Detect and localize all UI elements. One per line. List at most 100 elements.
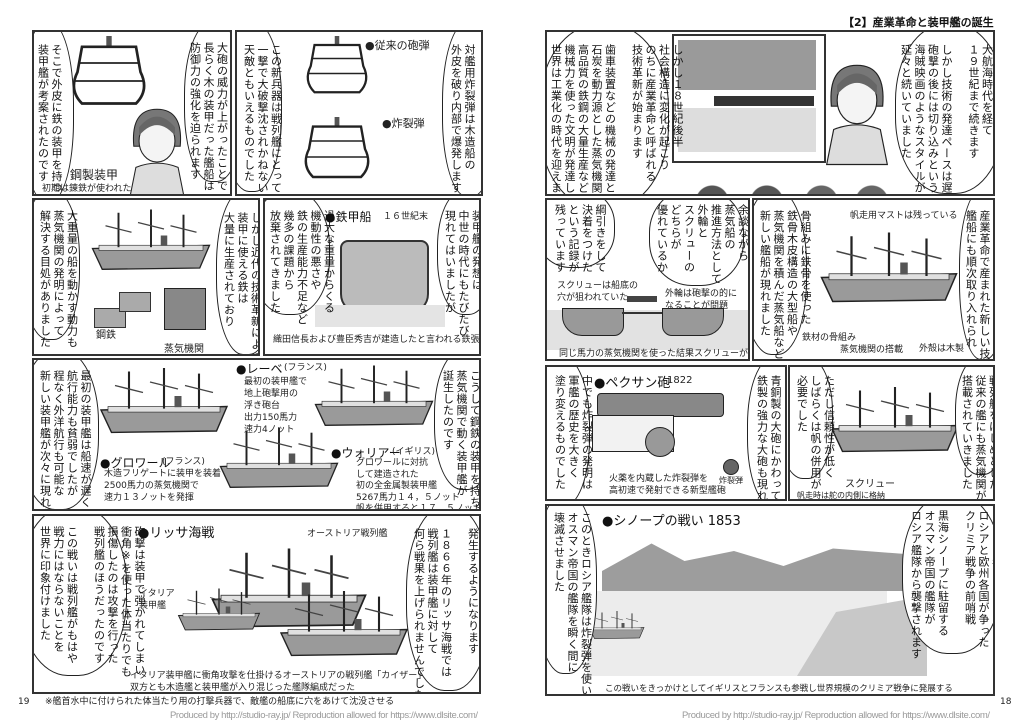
italian-ironclad-illustration <box>274 586 414 666</box>
speech-bubble-left <box>790 367 833 479</box>
bubble-text: しかし近代の技術革新によって 装甲に使える鉄は 大量に生産されており <box>222 212 260 354</box>
ship-country-gloire: (フランス) <box>162 457 205 467</box>
tow-rope <box>622 312 662 314</box>
bubble-text: 装甲艦の発想は 中世の時代にもたびたび 現れてはいましたが <box>443 210 481 337</box>
steel-ingot-icon <box>119 292 151 312</box>
armor-sublabel: 初期は錬鉄が使われた <box>42 184 132 194</box>
speech-bubble-left <box>265 200 330 315</box>
speech-bubble-left <box>547 32 669 194</box>
speech-bubble-left <box>547 200 615 268</box>
bubble-text: 大重量の船を動かす動力も 蒸気機関の発明によって 解決する目処がありました <box>38 210 79 348</box>
paddle-steamship-illustration <box>662 308 724 336</box>
steamline-caption: 帆走時は舵の内側に格納 <box>797 491 885 500</box>
teacher-character-illustration <box>822 42 892 182</box>
speech-bubble-right <box>184 32 230 182</box>
page-number-left: 19 <box>18 697 30 707</box>
speech-bubble-left <box>547 506 597 674</box>
speech-bubble-left <box>34 32 74 194</box>
panel-ironclads: ●レーベ (フランス) 最初の装甲艦で 地上砲撃用の 浮き砲台 出力150馬力 … <box>32 358 481 511</box>
steel-ingot-icon <box>94 308 126 328</box>
engine-label: 蒸気機関 <box>164 344 204 355</box>
speech-bubble-right <box>747 367 785 499</box>
ship-desc-warrior: グロワールに対抗 して建造された 初の全金属製装甲艦 5267馬力１４，５ノット… <box>356 458 481 511</box>
bubble-text: 最初の装甲艦は船速が遅く 航行能力も貧弱でしたが 程なく外洋航行も可能な 新しい… <box>38 370 93 511</box>
tug-caption: 同じ馬力の蒸気機関を使った結果スクリューが勝利 <box>559 349 750 359</box>
speech-bubble-left <box>547 367 590 499</box>
speech-bubble-right <box>955 367 993 475</box>
sea-illustration <box>315 305 445 327</box>
bubble-text: このときロシア艦隊は炸裂弾を使い オスマン帝国の艦隊を瞬く間に 壊滅させました <box>552 512 593 696</box>
paddle-label: 外輪は砲撃の的に なることが問題 <box>665 289 738 311</box>
mast-label: 帆走用マストは残っている <box>850 211 958 221</box>
speech-bubble-right <box>649 200 744 286</box>
bubble-text: 骨組みに鉄骨を使った 鉄骨木皮構造の大型船や 蒸気機関を積んだ蒸気船など 新しい… <box>758 210 813 360</box>
cannon-wheel-icon <box>645 427 675 457</box>
austria-label: オーストリア戦列艦 <box>307 529 388 539</box>
steam-engine-icon <box>164 288 206 330</box>
bubble-text: 余談ながら 蒸気船の 推進方法として 外輪と スクリューの どちらが 優れている… <box>655 204 750 285</box>
iron-frame-steamship-illustration <box>814 220 964 320</box>
speech-bubble-left <box>754 200 807 355</box>
speech-bubble-left <box>34 360 99 509</box>
speech-bubble-right <box>959 200 993 359</box>
speech-bubble-right <box>434 360 479 490</box>
bubble-text: この新兵器は戦列艦にとっては 一撃で大破撃沈されかねない 天敵ともいえるものでし… <box>242 44 283 196</box>
panel-tug: 余談ながら 蒸気船の 推進方法として 外輪と スクリューの どちらが 優れている… <box>545 198 750 361</box>
bubble-text: ただし信頼性が低く しばらくは帆の併用が 必要でした <box>795 375 836 490</box>
sinop-caption: この戦いをきっかけとしてイギリスとフランスも参戦し世界規模のクリミア戦争に発展す… <box>605 684 953 694</box>
bubble-text: 対艦用炸裂弾は木造船の 外皮を破り内部で爆発します <box>449 44 477 194</box>
panel-shell: ●従来の砲弾 ●炸裂弾 対艦用炸裂弾は木造船の 外皮を破り内部で爆発します この… <box>235 30 483 196</box>
ship-country-warrior: (イギリス) <box>392 447 436 457</box>
speech-bubble-left <box>34 200 80 340</box>
paixhans-title: ●ペクサン砲 <box>594 376 671 391</box>
speech-bubble-right <box>895 32 993 194</box>
river <box>678 108 816 152</box>
ship-name-gloire: ●グロワール <box>100 456 171 470</box>
ship-name-warrior: ●ウォリアー <box>331 446 401 460</box>
panel-armor: 大砲の威力が上がったことで 長らく木の装甲だった艦船は 防御力の強化を迫られます… <box>32 30 232 196</box>
bubble-text: こうして鋼鉄の装甲を持ち 蒸気機関で動く装甲艦が 誕生したのです <box>441 370 481 508</box>
ship-illustration <box>174 576 264 646</box>
bubble-text: 砲撃は装甲で弾かれてしまい 衝角※を使った体当たりでも 損傷したのは攻撃を行った… <box>38 526 147 678</box>
engine-label: 蒸気機関の搭載 <box>840 345 904 355</box>
ship-country-lave: (フランス) <box>284 363 327 373</box>
speech-bubble-right <box>216 200 258 354</box>
bubble-text: 戦列艦の時代は １５～１７世紀の 大航海時代を経て １９世紀まで続きます しかし… <box>899 44 994 196</box>
panel-newships: 帆走用マストは残っている 鉄材の骨組み 蒸気機関の搭載 外殻は木製 産業革命で産… <box>752 198 995 361</box>
explosive-shell-icon <box>723 459 739 475</box>
gloire-ship-illustration <box>94 362 234 444</box>
bubble-text: １８５３年 ロシアと欧州各国が争った クリミア戦争の前哨戦 黒海シノープに駐留す… <box>909 510 995 660</box>
chapter-title: 【2】産業革命と装甲艦の誕生 <box>843 16 994 29</box>
panel-steamline: スクリュー 帆走時は舵の内側に格納 戦列艦をはじめとした 従来の艦にも蒸気機関が… <box>788 365 995 501</box>
iron-ship-illustration <box>340 240 429 314</box>
italy-label: イタリア 装甲艦 <box>139 589 175 611</box>
bubble-text: しかし１８世紀後半 社会構造に変化が起こり のちに産業革命と呼ばれる 技術革新が… <box>549 44 685 196</box>
footnote: ※艦首水中に付けられた体当たり用の打撃兵器で、敵艦の船底に穴をあけて沈没させる <box>45 697 395 707</box>
hull-label: 外殻は木製 <box>919 344 965 354</box>
bubble-text: そこで外皮に鉄の装甲を持つ 装甲艦が考案されたのです <box>36 44 64 194</box>
tekkousen-title: ●鉄甲船 <box>325 210 372 224</box>
mountains-illustration <box>602 543 932 591</box>
bubble-text: 戦列艦と装甲艦との戦いも 発生するようになります １８６６年のリッサ海戦では 戦… <box>412 528 480 694</box>
watermark-right: Produced by http://studio-ray.jp/ Reprod… <box>682 710 990 721</box>
paixhans-year: 1822 <box>667 375 693 386</box>
student-heads <box>687 184 897 194</box>
tekkousen-era: １６世紀末 <box>383 212 429 222</box>
bubble-text: 過大な重量からくる 機動性の悪さや 鉄の生産能力不足など 幾多の課題から 放棄さ… <box>268 210 336 325</box>
sinop-title: ●シノープの戦い 1853 <box>602 514 741 529</box>
lissa-title: ●リッサ海戦 <box>138 526 215 541</box>
page-number-right: 18 <box>1000 697 1012 707</box>
cannon-barrel-illustration <box>597 393 724 417</box>
panel-paixhans: ●ペクサン砲 1822 炸裂弾 火薬を内蔵した炸裂弾を 高初速で発射できる新型艦… <box>545 365 787 501</box>
bubble-text: 大砲の威力が上がったことで 長らく木の装甲だった艦船は 防御力の強化を迫られます <box>188 42 229 192</box>
hull-exploding-illustration <box>297 116 377 182</box>
panel-intro: 戦列艦の時代は １５～１７世紀の 大航海時代を経て １９世紀まで続きます しかし… <box>545 30 995 196</box>
shell-label: 炸裂弾 <box>719 476 743 485</box>
smoke-sky <box>678 40 816 90</box>
ship-of-the-line-illustration <box>825 365 965 482</box>
armor-label: 鋼製装甲 <box>70 168 119 182</box>
bubble-text: 綱引きをして 決着をつけた という記録が 残っています <box>553 204 608 273</box>
speech-bubble-left <box>34 516 127 676</box>
hull-cross-section-illustration <box>64 36 154 108</box>
old-shell-label: ●従来の砲弾 <box>365 39 430 52</box>
